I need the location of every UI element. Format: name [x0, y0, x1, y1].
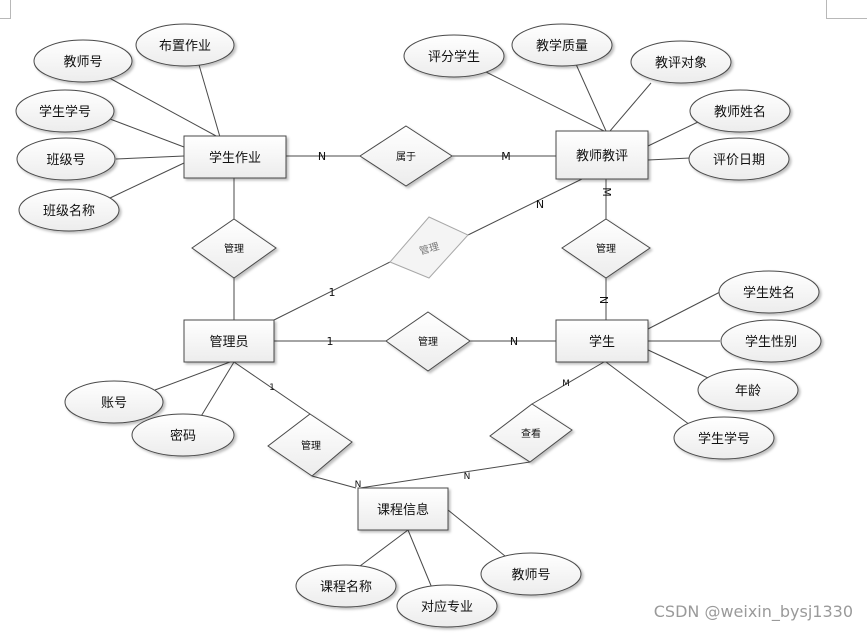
- cardinality-labels: N M N 1 M N 1 N 1 N M N: [269, 150, 613, 490]
- attribute-label: 学生学号: [39, 104, 91, 120]
- attribute-course-teacher-id[interactable]: 教师号: [480, 552, 582, 596]
- attribute-label: 密码: [170, 428, 196, 444]
- attribute-teaching-quality[interactable]: 教学质量: [511, 23, 613, 67]
- attribute-teacher-id[interactable]: 教师号: [33, 39, 133, 83]
- entity-label: 管理员: [209, 335, 248, 350]
- cardinality-n: N: [536, 198, 544, 211]
- watermark: CSDN @weixin_bysj1330: [653, 602, 853, 621]
- relationship-view-course[interactable]: 查看: [489, 403, 573, 463]
- relationship-label: 管理: [224, 242, 244, 255]
- attribute-label: 年龄: [735, 384, 761, 399]
- attribute-label: 课程名称: [320, 579, 372, 595]
- entity-label: 学生作业: [209, 150, 261, 166]
- attribute-student-no[interactable]: 学生学号: [673, 416, 775, 460]
- entity-teacher-eval[interactable]: 教师教评: [555, 130, 649, 180]
- cardinality-m: M: [562, 379, 570, 389]
- attribute-label: 对应专业: [421, 599, 473, 615]
- entity-student[interactable]: 学生: [555, 319, 649, 363]
- entity-admin[interactable]: 管理员: [183, 319, 275, 363]
- relationship-label: 查看: [521, 427, 541, 440]
- attribute-label: 教评对象: [655, 55, 707, 71]
- attribute-rated-student[interactable]: 评分学生: [403, 34, 505, 78]
- entity-course[interactable]: 课程信息: [357, 487, 449, 531]
- attribute-label: 班级号: [46, 153, 85, 168]
- relationship-label: 管理: [418, 335, 438, 348]
- cardinality-n: N: [597, 296, 610, 304]
- cardinality-n: N: [510, 335, 518, 348]
- connection-lines: [101, 57, 721, 589]
- crop-mark-right: [826, 0, 867, 19]
- attribute-assign-homework[interactable]: 布置作业: [135, 23, 235, 67]
- relationship-label: 管理: [301, 439, 321, 452]
- entity-label: 教师教评: [576, 148, 628, 164]
- relationship-manage-eval-student[interactable]: 管理: [561, 218, 651, 279]
- relationship-manage-course[interactable]: 管理: [267, 413, 353, 477]
- cardinality-m: M: [600, 187, 613, 197]
- attribute-eval-date[interactable]: 评价日期: [688, 137, 790, 181]
- attribute-label: 账号: [101, 396, 127, 411]
- attribute-major[interactable]: 对应专业: [396, 584, 498, 628]
- cardinality-1: 1: [329, 286, 336, 299]
- attribute-student-id[interactable]: 学生学号: [15, 89, 115, 133]
- attribute-label: 学生学号: [698, 431, 750, 447]
- cardinality-n: N: [318, 150, 326, 163]
- attribute-course-name[interactable]: 课程名称: [295, 564, 397, 608]
- cardinality-m: M: [501, 150, 511, 163]
- attribute-label: 评分学生: [428, 49, 480, 65]
- attribute-password[interactable]: 密码: [131, 413, 235, 457]
- relationship-belongs[interactable]: 属于: [359, 125, 453, 187]
- attribute-class-name[interactable]: 班级名称: [18, 188, 120, 232]
- attribute-student-name[interactable]: 学生姓名: [718, 270, 820, 314]
- attribute-label: 班级名称: [43, 203, 95, 219]
- attribute-label: 布置作业: [159, 39, 211, 54]
- relationship-label: 管理: [596, 242, 616, 255]
- attribute-label: 学生姓名: [743, 285, 795, 301]
- relationship-manage-homework[interactable]: 管理: [191, 218, 277, 279]
- attribute-label: 学生性别: [745, 334, 797, 350]
- relationship-manage-student[interactable]: 管理: [385, 311, 471, 372]
- relationship-manage-eval[interactable]: 管理: [389, 216, 469, 279]
- attribute-label: 教师号: [511, 567, 550, 583]
- crop-mark-left: [0, 0, 11, 19]
- cardinality-1: 1: [327, 335, 334, 348]
- attribute-label: 教师号: [63, 54, 102, 70]
- attribute-label: 教师姓名: [714, 104, 766, 120]
- attribute-eval-target[interactable]: 教评对象: [630, 40, 732, 84]
- attribute-label: 教学质量: [536, 38, 588, 54]
- cardinality-1: 1: [269, 383, 275, 393]
- attribute-class-id[interactable]: 班级号: [16, 137, 116, 181]
- cardinality-n: N: [464, 472, 471, 482]
- cardinality-n: N: [355, 480, 362, 490]
- attribute-account[interactable]: 账号: [64, 380, 164, 424]
- entity-label: 学生: [589, 334, 615, 350]
- entity-homework[interactable]: 学生作业: [183, 135, 287, 179]
- attribute-label: 评价日期: [713, 153, 765, 168]
- entity-label: 课程信息: [377, 502, 429, 518]
- attribute-age[interactable]: 年龄: [697, 368, 799, 412]
- attribute-teacher-name[interactable]: 教师姓名: [689, 89, 791, 133]
- attribute-student-gender[interactable]: 学生性别: [720, 319, 822, 363]
- relationship-label: 属于: [396, 151, 416, 163]
